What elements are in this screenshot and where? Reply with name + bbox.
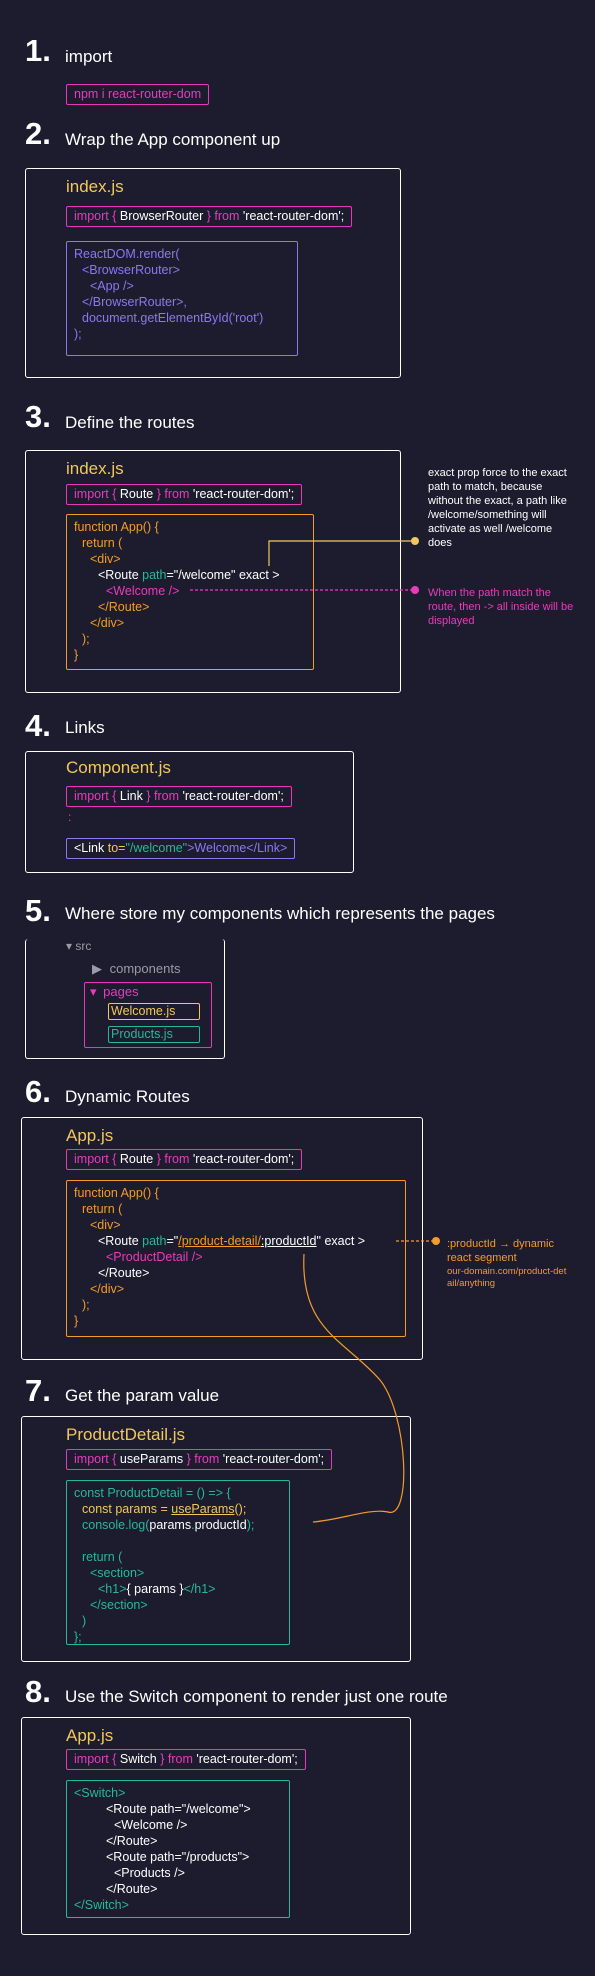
section-4-link-code: <Link to="/welcome">Welcome</Link> — [66, 838, 296, 859]
section-8-title: Use the Switch component to render just … — [65, 1687, 448, 1706]
section-4-number: 4. — [25, 708, 51, 743]
section-6-code-block: function App() {return (<div><Route path… — [66, 1180, 406, 1337]
note-exact-prop: exact prop force to the exact path to ma… — [428, 467, 567, 549]
note-dynamic-segment: :productId → dynamic react segment — [447, 1238, 554, 1264]
section-4-title: Links — [65, 718, 105, 737]
section-7-number: 7. — [25, 1373, 51, 1408]
section-8-import: import { Switch } from 'react-router-dom… — [66, 1749, 306, 1770]
section-3-panel: index.js import { Route } from 'react-ro… — [25, 450, 401, 693]
section-8-panel: App.js import { Switch } from 'react-rou… — [21, 1717, 411, 1935]
match-connector-dot — [411, 586, 419, 594]
section-8-number: 8. — [25, 1674, 51, 1709]
section-2-code-block: ReactDOM.render(<BrowserRouter><App /></… — [66, 241, 298, 356]
section-2-title: Wrap the App component up — [65, 130, 281, 149]
section-3-number: 3. — [25, 399, 51, 434]
section-7-filename: ProductDetail.js — [66, 1425, 186, 1444]
section-4-import: import { Link } from 'react-router-dom'; — [66, 786, 292, 807]
section-2-panel: index.js import { BrowserRouter } from '… — [25, 168, 401, 378]
note-example-url: our-domain.com/product-detail/anything — [447, 1266, 567, 1289]
src-folder: ▾ src — [66, 939, 92, 953]
chevron-down-icon: ▾ — [90, 984, 97, 999]
section-6-filename: App.js — [66, 1126, 114, 1145]
section-2-filename: index.js — [66, 177, 124, 196]
chevron-right-icon: ▶ — [92, 961, 102, 976]
section-7-title: Get the param value — [65, 1386, 220, 1405]
section-1-title: import — [65, 47, 113, 66]
code-ellipsis: : — [68, 810, 72, 824]
section-7-panel: ProductDetail.js import { useParams } fr… — [21, 1416, 411, 1662]
section-5-number: 5. — [25, 893, 51, 928]
pages-folder: ▾ pages Welcome.js Products.js — [84, 982, 212, 1048]
npm-command-chip: npm i react-router-dom — [66, 84, 210, 105]
section-2-import: import { BrowserRouter } from 'react-rou… — [66, 206, 353, 227]
section-3-import: import { Route } from 'react-router-dom'… — [66, 484, 303, 505]
section-6-panel: App.js import { Route } from 'react-rout… — [21, 1117, 423, 1360]
section-5-panel: ▾ src ▶ components ▾ pages Welcome.js Pr… — [25, 939, 225, 1059]
section-5-title: Where store my components which represen… — [65, 904, 495, 923]
section-2-number: 2. — [25, 116, 51, 151]
welcome-file: Welcome.js — [108, 1003, 200, 1020]
section-6-import: import { Route } from 'react-router-dom'… — [66, 1149, 303, 1170]
section-1-number: 1. — [25, 33, 51, 68]
section-6-number: 6. — [25, 1074, 51, 1109]
note-path-match: When the path match the route, then -> a… — [428, 587, 574, 627]
section-3-code-block: function App() {return (<div><Route path… — [66, 514, 314, 670]
section-3-filename: index.js — [66, 459, 124, 478]
components-folder: ▶ components — [92, 961, 181, 976]
section-6-title: Dynamic Routes — [65, 1087, 190, 1106]
section-7-import: import { useParams } from 'react-router-… — [66, 1449, 333, 1470]
section-7-code-block: const ProductDetail = () => {const param… — [66, 1480, 290, 1645]
exact-connector-dot — [411, 537, 419, 545]
section-4-filename: Component.js — [66, 758, 171, 777]
param-connector-dot — [432, 1237, 440, 1245]
section-4-panel: Component.js import { Link } from 'react… — [25, 751, 354, 873]
chevron-down-icon: ▾ — [66, 939, 73, 953]
section-3-title: Define the routes — [65, 413, 195, 432]
section-8-filename: App.js — [66, 1726, 114, 1745]
section-8-code-block: <Switch><Route path="/welcome"><Welcome … — [66, 1780, 290, 1918]
products-file: Products.js — [108, 1026, 200, 1043]
